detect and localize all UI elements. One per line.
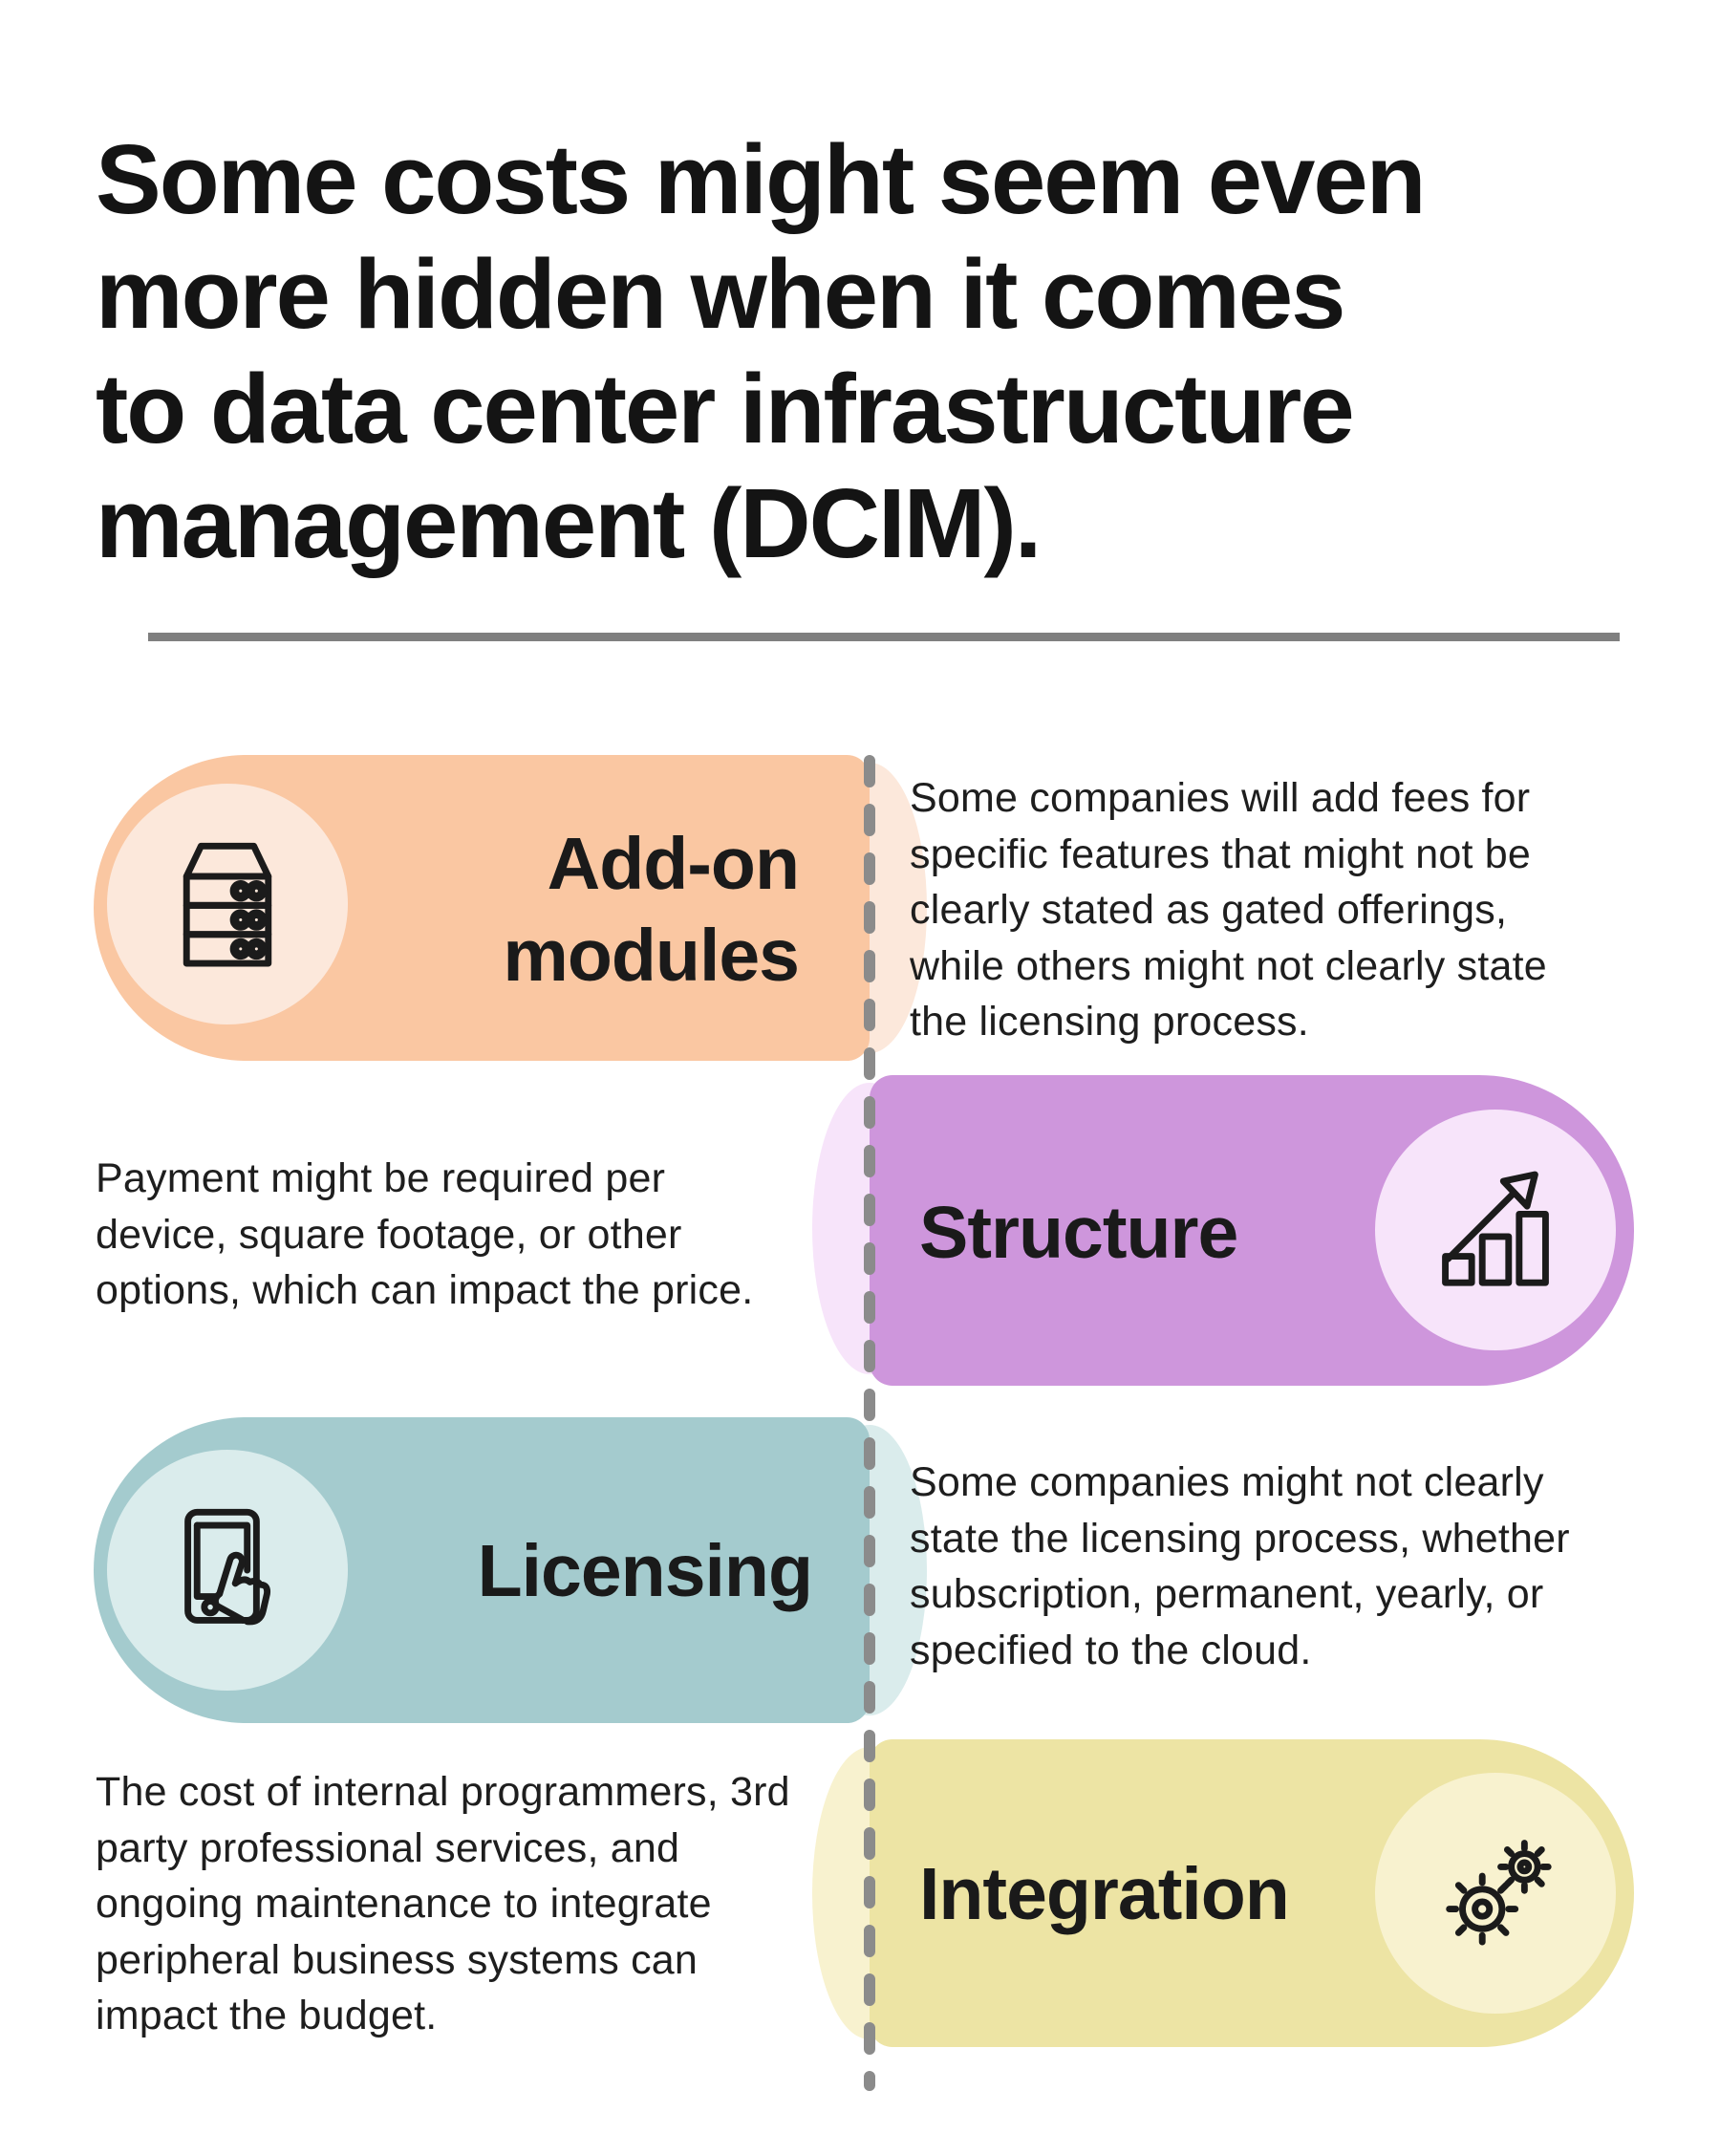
addon-label-line: modules [503,915,800,997]
title-divider [148,633,1620,641]
page-title-line: Some costs might seem even [96,124,1427,234]
addon-label: Add-on modules [503,818,800,1002]
licensing-icon-circle [107,1450,348,1691]
integration-description: The cost of internal programmers, 3rd pa… [96,1769,790,2038]
structure-icon-circle [1375,1110,1616,1350]
addon-description: Some companies will add fees for specifi… [910,775,1547,1045]
licensing-description: Some companies might not clearly state t… [910,1459,1570,1673]
integration-icon-circle [1375,1773,1616,2014]
page-title-line: more hidden when it comes [96,239,1345,349]
page-title-line: to data center infrastructure [96,354,1355,464]
structure-label: Structure [919,1192,1238,1274]
growth-chart-icon [1442,1171,1549,1286]
addon-label-line: Add-on [547,823,800,905]
gears-icon [1446,1840,1552,1946]
addon-icon-circle [107,784,348,1024]
tablet-touch-icon [184,1508,271,1626]
integration-label: Integration [919,1853,1290,1935]
structure-description: Payment might be required per device, sq… [96,1155,754,1313]
page-title: Some costs might seem even more hidden w… [96,122,1427,581]
page-title-line: management (DCIM). [96,468,1042,578]
licensing-label: Licensing [477,1530,813,1612]
server-rack-icon [183,842,272,967]
